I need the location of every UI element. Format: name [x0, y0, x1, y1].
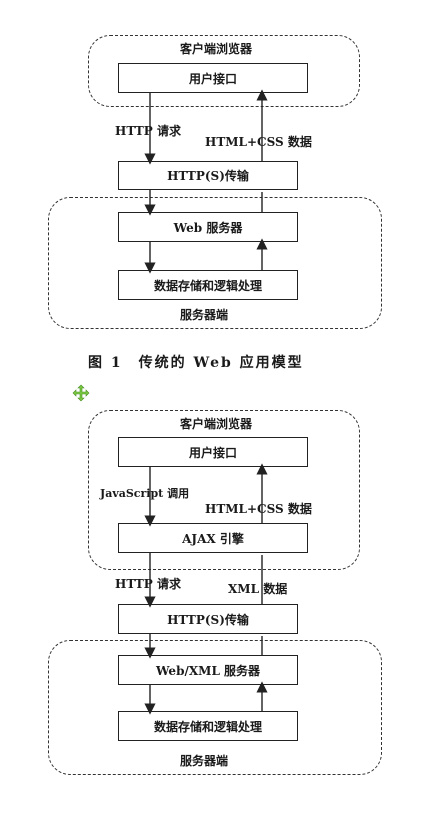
- move-cursor-icon: [72, 384, 90, 402]
- server-side-label: 服务器端: [180, 308, 229, 322]
- html-css-data-label-2: HTML+CSS 数据: [205, 502, 312, 516]
- user-interface-box: 用户接口: [118, 63, 308, 93]
- html-css-data-label: HTML+CSS 数据: [205, 135, 312, 149]
- http-transport-box: HTTP(S)传输: [118, 161, 298, 190]
- client-browser-label-2: 客户端浏览器: [180, 417, 253, 431]
- server-side-label-2: 服务器端: [180, 754, 229, 768]
- web-xml-server-box: Web/XML 服务器: [118, 655, 298, 685]
- client-browser-zone-2: [88, 410, 360, 570]
- user-interface-box-2: 用户接口: [118, 437, 308, 467]
- client-browser-zone: [88, 35, 360, 107]
- http-request-label: HTTP 请求: [115, 124, 181, 138]
- ajax-engine-box: AJAX 引擎: [118, 523, 308, 553]
- storage-logic-box: 数据存储和逻辑处理: [118, 270, 298, 300]
- javascript-call-label: JavaScript 调用: [100, 487, 190, 500]
- storage-logic-box-2: 数据存储和逻辑处理: [118, 711, 298, 741]
- server-zone-2: [48, 640, 382, 775]
- http-transport-box-2: HTTP(S)传输: [118, 604, 298, 634]
- client-browser-label: 客户端浏览器: [180, 42, 253, 56]
- xml-data-label: XML 数据: [228, 582, 288, 596]
- server-zone: [48, 197, 382, 329]
- web-server-box: Web 服务器: [118, 212, 298, 242]
- figure-1-caption: 图 1 传统的 Web 应用模型: [88, 355, 304, 371]
- http-request-label-2: HTTP 请求: [115, 577, 181, 591]
